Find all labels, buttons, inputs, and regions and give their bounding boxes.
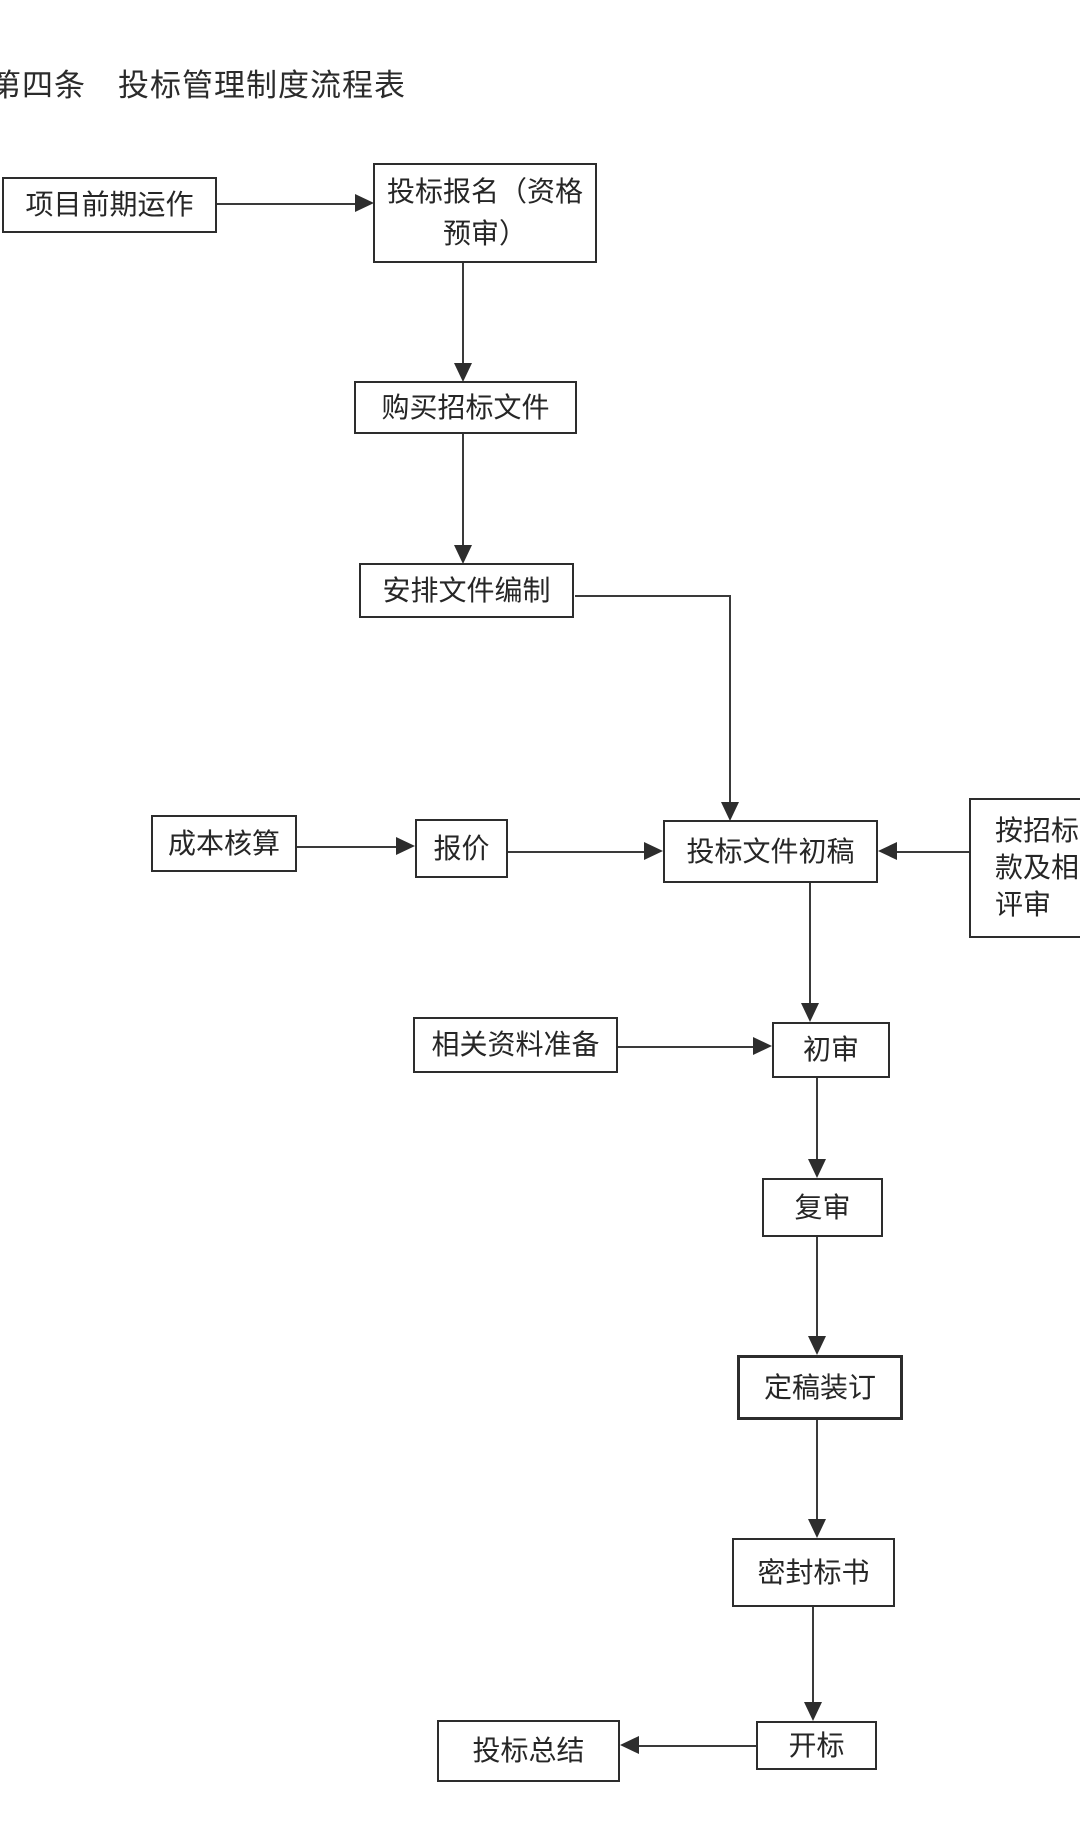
node-purchase-tender-documents: 购买招标文件 — [354, 381, 577, 434]
node-seal-bid-documents: 密封标书 — [732, 1538, 895, 1607]
edge-arrange-to-draft-hline — [575, 595, 731, 597]
node-bid-registration: 投标报名（资格 预审） — [373, 163, 597, 263]
node-quotation: 报价 — [415, 819, 508, 878]
node-bid-summary: 投标总结 — [437, 1720, 620, 1782]
edge-opening-to-summary-arrowhead — [620, 1736, 639, 1754]
edge-terms-to-draft-line — [897, 851, 969, 853]
edge-draft-to-initial-arrowhead — [801, 1003, 819, 1022]
edge-purchase-to-arrange-line — [462, 434, 464, 546]
edge-draft-to-initial-line — [809, 883, 811, 1005]
edge-arrange-to-draft-arrowhead — [721, 802, 739, 821]
edge-project-to-registration-line — [217, 203, 357, 205]
edge-seal-to-opening-arrowhead — [804, 1702, 822, 1721]
edge-cost-to-quotation-line — [297, 846, 399, 848]
node-second-review: 复审 — [762, 1178, 883, 1237]
edge-registration-to-purchase-line — [462, 263, 464, 365]
node-initial-review: 初审 — [772, 1022, 890, 1078]
edge-seal-to-opening-line — [812, 1607, 814, 1703]
node-finalize-and-bind: 定稿装订 — [737, 1355, 903, 1420]
edge-material-to-initial-line — [618, 1046, 756, 1048]
edge-finalize-to-seal-line — [816, 1420, 818, 1520]
node-bid-document-first-draft: 投标文件初稿 — [663, 820, 878, 883]
edge-purchase-to-arrange-arrowhead — [454, 545, 472, 564]
page-title: 第四条 投标管理制度流程表 — [0, 68, 406, 103]
node-project-preliminary-operation: 项目前期运作 — [2, 177, 217, 233]
node-bid-opening: 开标 — [756, 1721, 877, 1770]
edge-initial-to-second-line — [816, 1078, 818, 1160]
node-review-per-tender-terms: 按招标文件条 款及相关要求 评审 — [969, 798, 1080, 938]
edge-opening-to-summary-line — [639, 1745, 756, 1747]
edge-finalize-to-seal-arrowhead — [808, 1519, 826, 1538]
node-related-material-preparation: 相关资料准备 — [413, 1017, 618, 1073]
edge-terms-to-draft-arrowhead — [878, 842, 897, 860]
edge-quotation-to-draft-arrowhead — [644, 842, 663, 860]
edge-arrange-to-draft-vline — [729, 595, 731, 803]
edge-initial-to-second-arrowhead — [808, 1159, 826, 1178]
node-cost-accounting: 成本核算 — [151, 815, 297, 872]
edge-cost-to-quotation-arrowhead — [396, 837, 415, 855]
edge-quotation-to-draft-line — [508, 851, 647, 853]
node-arrange-document-compilation: 安排文件编制 — [359, 563, 574, 618]
edge-second-to-finalize-line — [816, 1237, 818, 1337]
edge-registration-to-purchase-arrowhead — [454, 363, 472, 382]
edge-material-to-initial-arrowhead — [753, 1037, 772, 1055]
edge-second-to-finalize-arrowhead — [808, 1336, 826, 1355]
edge-project-to-registration-arrowhead — [355, 194, 374, 212]
